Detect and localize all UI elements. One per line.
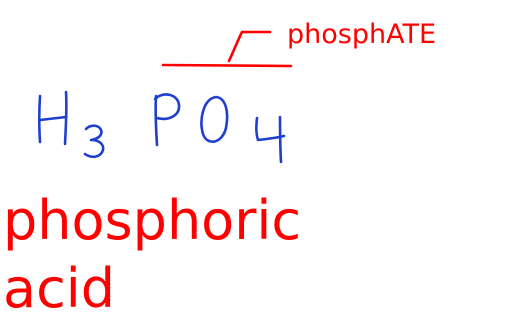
handwritten-letter-h — [37, 90, 68, 146]
handwritten-letter-p — [153, 93, 181, 147]
handwritten-formula — [37, 90, 286, 164]
callout-connector-line — [227, 30, 272, 63]
callout-label: phosphATE — [287, 19, 436, 50]
phosphate-group-overline — [161, 63, 293, 68]
handwritten-subscript-4 — [255, 115, 286, 164]
handwritten-subscript-3 — [83, 124, 105, 159]
compound-name: phosphoric acid — [3, 189, 301, 320]
handwritten-letter-o — [200, 95, 229, 143]
compound-name-line-1: phosphoric — [3, 189, 301, 252]
phosphate-callout: phosphATE — [161, 19, 436, 68]
compound-name-line-2: acid — [3, 257, 115, 320]
